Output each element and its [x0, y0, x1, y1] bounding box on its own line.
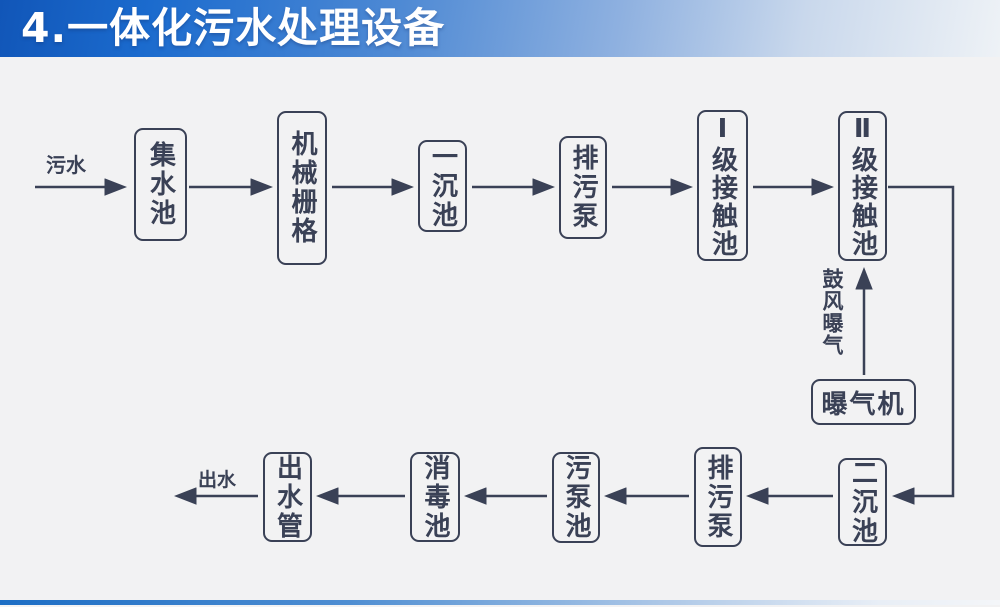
box-aerator-label: 曝气机 [821, 389, 906, 420]
page-title: 4.一体化污水处理设备 [21, 4, 446, 52]
box-sewage-pump-top: 排污泵 [559, 136, 607, 239]
box-level1-contact-tank-label: Ⅰ级接触池 [707, 113, 738, 258]
box-level2-contact-tank: Ⅱ级接触池 [838, 111, 887, 261]
box-level2-contact-tank-label: Ⅱ级接触池 [847, 114, 878, 258]
box-collection-tank: 集水池 [134, 128, 187, 241]
box-aerator: 曝气机 [811, 379, 916, 425]
box-outlet-pipe: 出水管 [263, 452, 312, 542]
box-mechanical-grid: 机械栅格 [277, 111, 327, 265]
box-sewage-pump-bottom-label: 排污泵 [703, 453, 733, 541]
box-secondary-sedimentation-label: 二沉池 [847, 458, 878, 546]
box-disinfection-tank-label: 消毒池 [420, 453, 450, 541]
title-bar: 4.一体化污水处理设备 [0, 0, 1000, 57]
box-primary-sedimentation-label: 一沉池 [427, 142, 458, 230]
box-sewage-pump-top-label: 排污泵 [568, 144, 598, 231]
aeration-flow-label: 鼓风曝气 [820, 268, 844, 356]
box-mechanical-grid-label: 机械栅格 [287, 130, 317, 246]
box-collection-tank-label: 集水池 [145, 141, 176, 228]
box-outlet-pipe-label: 出水管 [272, 453, 303, 541]
box-secondary-sedimentation: 二沉池 [838, 458, 887, 546]
box-level1-contact-tank: Ⅰ级接触池 [697, 110, 748, 261]
box-disinfection-tank: 消毒池 [410, 452, 460, 542]
output-flow-label: 出水 [198, 469, 237, 491]
input-flow-label: 污水 [46, 153, 86, 177]
bottom-accent-bar [0, 600, 1000, 605]
box-sludge-pump-tank: 污泵池 [552, 452, 600, 543]
box-primary-sedimentation: 一沉池 [418, 140, 467, 232]
box-sewage-pump-bottom: 排污泵 [694, 447, 742, 547]
box-sludge-pump-tank-label: 污泵池 [561, 454, 591, 541]
